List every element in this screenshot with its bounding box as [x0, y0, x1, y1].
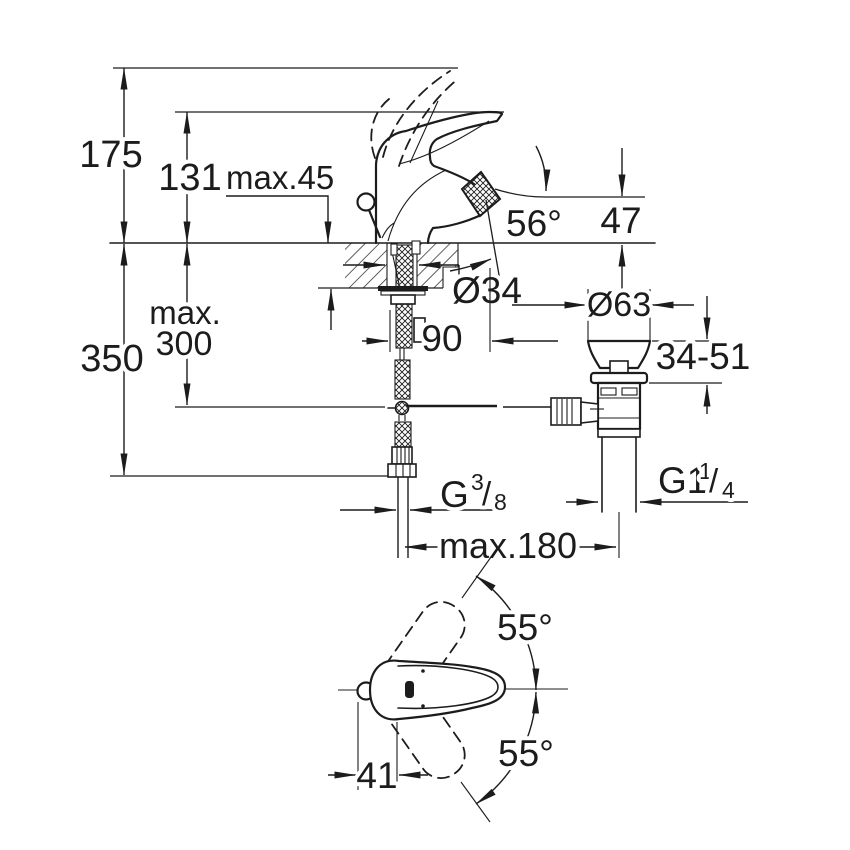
deck-step-edge [442, 243, 459, 288]
dim-label-center-distance: max.180 [439, 525, 577, 566]
dim-350: 350 [76, 243, 148, 476]
dim-label-waste-deck-range: 34-51 [656, 336, 751, 377]
hose-segment-b [394, 359, 411, 400]
dim-label-rod-depth-2: 300 [156, 325, 213, 363]
rod-coupling-knob [550, 397, 582, 426]
pop-up-rod-upper [367, 208, 382, 239]
lever-pivot-line [409, 100, 439, 164]
waste-flange [589, 371, 649, 385]
dim-g114: G1 1 / 4 [566, 454, 748, 507]
dim-label-hole-diameter: Ø34 [452, 270, 522, 311]
dim-41: 41 [328, 702, 428, 800]
overflow-slot-right [621, 387, 638, 396]
dim-label-supply-thread-sup: 3 [471, 469, 484, 495]
fixing-bolt-left [390, 243, 398, 256]
dim-label-rod-depth-1: max. [149, 294, 221, 331]
dim-label-swing-down: 55° [498, 733, 554, 774]
dim-max45: max.45 [222, 155, 338, 330]
pop-up-rod [406, 404, 552, 408]
dimension-annotations: 175 131 max.45 56° 47 [75, 67, 754, 570]
dim-label-deck-thickness: max.45 [226, 159, 334, 196]
faucet-outline-lower [426, 213, 483, 245]
dim-label-supply-thread-g: G [440, 474, 469, 515]
dim-label-waste-thread-slash: / [709, 462, 719, 499]
waste-clamp [609, 360, 629, 374]
dim-label-handle-offset: 41 [356, 755, 397, 796]
waste-collar [597, 428, 641, 438]
lever-raised-dashed-front [382, 70, 451, 158]
supply-nut [387, 463, 417, 478]
waste-assembly [550, 289, 652, 558]
dim-label-spout-height: 131 [158, 157, 221, 199]
dim-label-overall-height: 175 [79, 134, 142, 176]
dim-waste-dia: Ø63 [512, 282, 694, 328]
dim-34-51: 34-51 [649, 296, 754, 414]
dim-label-spout-reach: 90 [421, 318, 462, 359]
dim-label-supply-thread-sub: 8 [494, 489, 507, 515]
handle-logo-mark [405, 681, 414, 698]
dim-56deg: 56° [449, 145, 645, 299]
handle-top-view [368, 659, 507, 721]
dim-label-waste-diameter: Ø63 [587, 286, 651, 324]
rod-guide-tab [413, 317, 426, 343]
dim-label-waste-thread-g: G1 [658, 460, 707, 501]
handle-dot [421, 669, 425, 673]
dim-hole-dia: Ø34 [343, 261, 526, 315]
body-sculpt-line-1 [387, 169, 447, 242]
hose-segment-c [394, 421, 412, 448]
dim-label-waste-thread-sub: 4 [722, 477, 735, 503]
lever-raised-dashed-back [398, 77, 460, 167]
body-sculpt-line-2 [398, 120, 490, 165]
rod-ball-joint [394, 400, 410, 416]
shank-nut [390, 294, 416, 305]
handle-dot [421, 704, 425, 708]
top-view: 55° 55° 41 [328, 556, 568, 823]
lever-swing-dashed-arc [370, 98, 390, 159]
dim-47: 47 [596, 148, 646, 290]
body-sculpt-line-3 [381, 222, 395, 239]
hose-segment-a [395, 303, 413, 349]
dim-131: 131 [154, 111, 226, 244]
dim-max180: max.180 [404, 521, 617, 570]
side-view: 175 131 max.45 56° 47 [75, 67, 754, 570]
dim-max300: max. 300 [145, 243, 225, 406]
pop-up-rod-knob [356, 192, 376, 212]
mousseur [460, 170, 502, 218]
washer-top [378, 286, 428, 291]
dim-label-swing-up: 55° [497, 607, 553, 648]
fixing-bolt-right [411, 240, 421, 255]
dim-label-waste-thread-sup: 1 [699, 458, 712, 484]
dim-label-supply-thread-slash: / [482, 475, 492, 512]
dim-175: 175 [75, 67, 147, 244]
faucet-body [356, 70, 504, 245]
swing-angle-dimensions: 55° 55° [460, 556, 558, 823]
supply-shank [378, 240, 428, 558]
dim-label-hose-length: 350 [80, 338, 143, 380]
coupling-cone [580, 401, 599, 424]
dim-label-spray-angle: 56° [506, 203, 562, 244]
overflow-slot-left [600, 387, 617, 396]
dim-90: 90 [362, 268, 558, 363]
dim-label-outlet-height: 47 [600, 200, 641, 241]
waste-cap [586, 339, 652, 370]
